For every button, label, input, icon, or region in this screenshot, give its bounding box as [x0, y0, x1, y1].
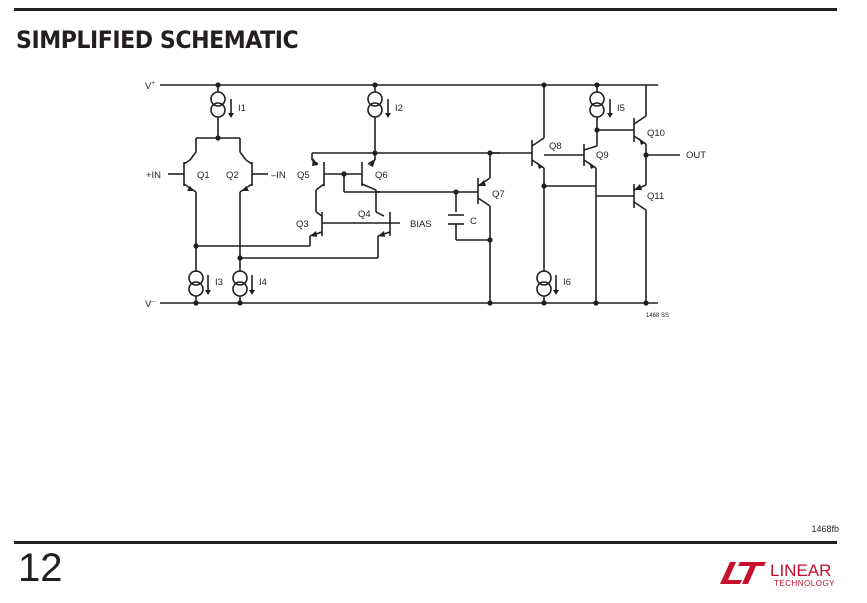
q5-label: Q5	[297, 170, 310, 181]
out-label: OUT	[686, 150, 706, 161]
q6-label: Q6	[375, 170, 388, 181]
top-rule	[14, 8, 837, 11]
i4-label: I4	[259, 277, 267, 288]
vplus-label: V+	[145, 81, 155, 92]
q1-label: Q1	[197, 170, 210, 181]
q2-label: Q2	[226, 170, 239, 181]
i1-label: I1	[238, 103, 246, 114]
bias-label: BIAS	[410, 219, 432, 230]
linear-technology-logo: LINEAR TECHNOLOGY	[720, 561, 835, 588]
svg-text:LINEAR: LINEAR	[770, 561, 831, 580]
cap-label: C	[470, 216, 477, 227]
q4-label: Q4	[358, 209, 371, 220]
bottom-rule	[14, 541, 837, 544]
i2-label: I2	[395, 103, 403, 114]
q3-label: Q3	[296, 219, 309, 230]
i3-label: I3	[215, 277, 223, 288]
q9-label: Q9	[596, 150, 609, 161]
q11-label: Q11	[647, 191, 664, 202]
figure-id: 1468 SS	[646, 313, 669, 319]
doc-number: 1468fb	[811, 524, 839, 534]
q7-label: Q7	[492, 189, 505, 200]
q10-label: Q10	[647, 128, 665, 139]
q8-label: Q8	[549, 141, 562, 152]
page-number: 12	[18, 546, 63, 590]
page-title: SIMPLIFIED SCHEMATIC	[16, 26, 299, 54]
pos-input-label: +IN	[146, 170, 161, 181]
i6-label: I6	[563, 277, 571, 288]
i5-label: I5	[617, 103, 625, 114]
svg-text:TECHNOLOGY: TECHNOLOGY	[774, 579, 835, 588]
neg-input-label: –IN	[271, 170, 286, 181]
vminus-label: V–	[145, 299, 155, 310]
